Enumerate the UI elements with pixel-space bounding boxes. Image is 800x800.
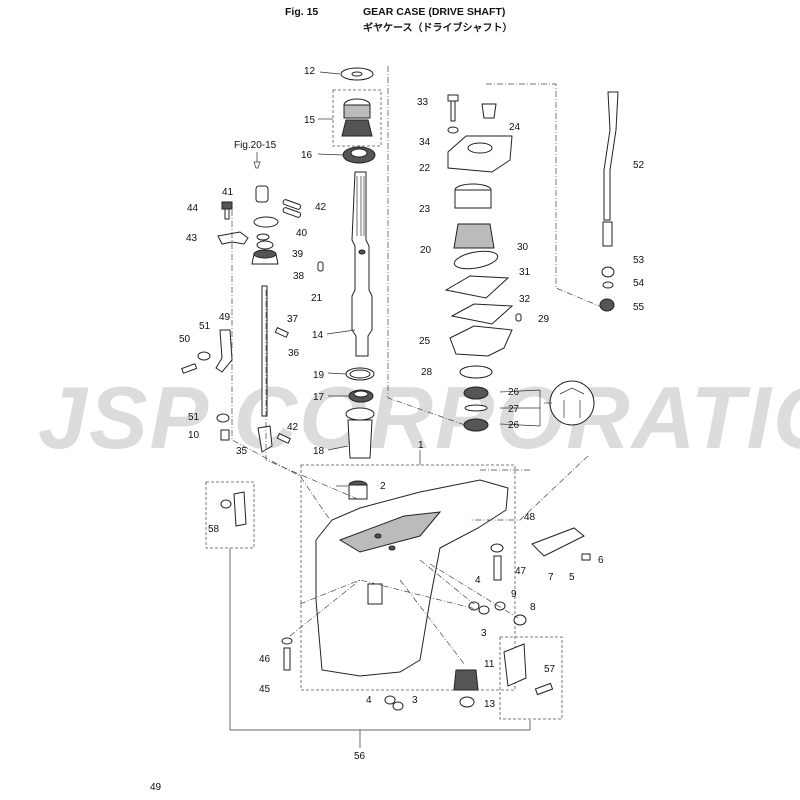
callout-13: 13 <box>484 699 496 710</box>
callout-7: 7 <box>548 572 554 583</box>
callout-20: 20 <box>420 245 432 256</box>
callout-49: 49 <box>219 312 231 323</box>
callout-54: 54 <box>633 278 645 289</box>
drive-shaft-assembly <box>253 67 382 500</box>
callout-25: 25 <box>419 336 431 347</box>
callout-55: 55 <box>633 302 645 313</box>
callout-3b: 3 <box>412 695 418 706</box>
small-hardware <box>281 527 591 711</box>
callout-12: 12 <box>304 66 316 77</box>
callout-14: 14 <box>312 330 324 341</box>
callout-4b: 4 <box>366 695 372 706</box>
callout-26a: 26 <box>508 387 520 398</box>
callout-2: 2 <box>380 481 386 492</box>
figure-reference: Fig.20-15 <box>234 140 277 151</box>
callout-40: 40 <box>296 228 308 239</box>
callout-22: 22 <box>419 163 431 174</box>
callout-57: 57 <box>544 664 556 675</box>
callout-27: 27 <box>508 404 520 415</box>
callout-39: 39 <box>292 249 304 260</box>
callout-34: 34 <box>419 137 431 148</box>
callout-labels: 1 2 3 3 4 4 5 6 7 8 9 10 11 12 13 14 15 … <box>179 66 645 762</box>
callout-37: 37 <box>287 314 299 325</box>
callout-23: 23 <box>419 204 431 215</box>
callout-15: 15 <box>304 115 316 126</box>
figure-number: Fig. 15 <box>285 6 319 18</box>
callout-9: 9 <box>511 589 517 600</box>
shift-rod-assembly <box>181 185 302 453</box>
callout-41: 41 <box>222 187 234 198</box>
callout-46: 46 <box>259 654 271 665</box>
callout-30: 30 <box>517 242 529 253</box>
callout-31: 31 <box>519 267 531 278</box>
page-title: GEAR CASE (DRIVE SHAFT) <box>363 6 506 18</box>
anode-58 <box>205 481 255 549</box>
callout-19: 19 <box>313 370 325 381</box>
callout-51a: 51 <box>199 321 211 332</box>
gear-case-housing <box>300 464 516 691</box>
watermark-text: JSP CORPORATION <box>38 368 800 467</box>
callout-44: 44 <box>187 203 199 214</box>
page-title-japanese: ギヤケース（ドライブシャフト） <box>363 23 513 34</box>
callout-1: 1 <box>418 440 424 451</box>
callout-29: 29 <box>538 314 550 325</box>
callout-24: 24 <box>509 122 521 133</box>
callout-4a: 4 <box>475 575 481 586</box>
callout-36: 36 <box>288 348 300 359</box>
callout-17: 17 <box>313 392 325 403</box>
page-number: 49 <box>150 782 162 793</box>
callout-33: 33 <box>417 97 429 108</box>
callout-45: 45 <box>259 684 271 695</box>
callout-48: 48 <box>524 512 536 523</box>
leader-lines <box>229 66 605 748</box>
callout-42a: 42 <box>315 202 327 213</box>
callout-58: 58 <box>208 524 220 535</box>
callout-21: 21 <box>311 293 323 304</box>
callout-50: 50 <box>179 334 191 345</box>
callout-43: 43 <box>186 233 198 244</box>
callout-26b: 26 <box>508 420 520 431</box>
callout-6: 6 <box>598 555 604 566</box>
callout-56: 56 <box>354 751 366 762</box>
callout-18: 18 <box>313 446 325 457</box>
callout-53: 53 <box>633 255 645 266</box>
callout-42b: 42 <box>287 422 299 433</box>
callout-51b: 51 <box>188 412 200 423</box>
callout-16: 16 <box>301 150 313 161</box>
callout-52: 52 <box>633 160 645 171</box>
callout-47: 47 <box>515 566 527 577</box>
water-tube-assembly <box>599 91 619 312</box>
callout-38: 38 <box>293 271 305 282</box>
callout-10: 10 <box>188 430 200 441</box>
callout-8: 8 <box>530 602 536 613</box>
callout-5: 5 <box>569 572 575 583</box>
water-pump-assembly <box>444 94 595 432</box>
callout-28: 28 <box>421 367 433 378</box>
anode-57 <box>499 636 563 720</box>
callout-35: 35 <box>236 446 248 457</box>
callout-11: 11 <box>484 659 495 670</box>
callout-32: 32 <box>519 294 531 305</box>
callout-3a: 3 <box>481 628 487 639</box>
